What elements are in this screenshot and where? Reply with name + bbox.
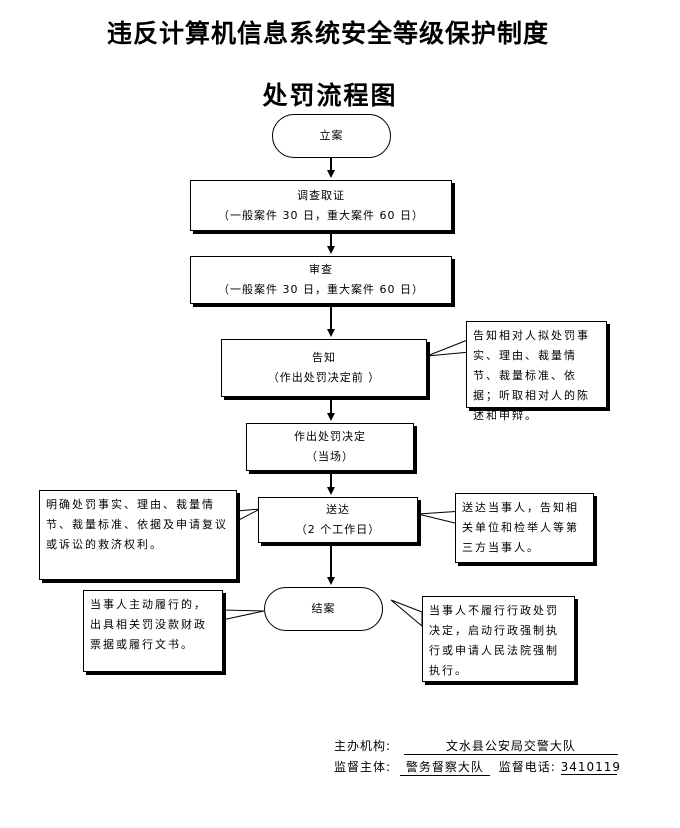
supervisor-label: 监督主体: [334,760,392,774]
note-notify-right: 告知相对人拟处罚事实、理由、裁量情节、裁量标准、依据；听取相对人的陈述和申辩。 [466,321,607,422]
step-delivery: 送达 （2 个工作日） [258,497,418,543]
phone-label: 监督电话: [498,760,556,774]
organizer-value: 文水县公安局交警大队 [403,737,618,755]
step-review-label: 审查 [309,263,333,276]
callout-pointer-notify-right [426,338,471,357]
callout-pointer-delivery-left [234,508,261,523]
callout-pointer-closing-left [221,609,265,621]
note-closing-right: 当事人不履行行政处罚决定，启动行政强制执行或申请人民法院强制执行。 [422,596,575,682]
footer-supervision: 监督主体: 警务督察大队 监督电话: 3410119 [334,758,622,776]
step-filing-label: 立案 [319,129,344,142]
step-decision-note: （当场） [306,450,354,463]
flowchart-title: 处罚流程图 [262,81,398,110]
note-delivery-right: 送达当事人，告知相关单位和检举人等第三方当事人。 [455,493,594,563]
note-delivery-left: 明确处罚事实、理由、裁量情节、裁量标准、依据及申请复议或诉讼的救济权利。 [39,490,237,580]
step-investigation: 调查取证 （一般案件 30 日，重大案件 60 日） [190,180,452,231]
footer-organizer: 主办机构: 文水县公安局交警大队 [334,737,618,755]
document-title: 违反计算机信息系统安全等级保护制度 [106,19,549,48]
step-notify-label: 告知 [312,351,336,364]
step-notify: 告知 （作出处罚决定前 ） [221,339,427,397]
step-closing-label: 结案 [311,602,336,615]
step-investigation-label: 调查取证 [297,188,345,202]
step-delivery-note: （2 个工作日） [295,523,381,536]
step-review: 审查 （一般案件 30 日，重大案件 60 日） [190,256,452,304]
note-closing-left: 当事人主动履行的，出具相关罚没款财政票据或履行文书。 [83,590,223,672]
step-investigation-note: （一般案件 30 日，重大案件 60 日） [218,208,424,222]
supervisor-value: 警务督察大队 [399,758,490,776]
step-filing: 立案 [272,114,391,158]
step-closing: 结案 [264,587,383,631]
callout-pointer-closing-right [390,599,423,628]
phone-value: 3410119 [560,760,622,775]
organizer-label: 主办机构: [334,739,392,753]
step-delivery-label: 送达 [326,503,350,516]
step-review-note: （一般案件 30 日，重大案件 60 日） [218,283,424,296]
step-decision-label: 作出处罚决定 [294,430,366,443]
step-notify-note: （作出处罚决定前 ） [267,371,381,384]
step-decision: 作出处罚决定 （当场） [246,423,414,471]
